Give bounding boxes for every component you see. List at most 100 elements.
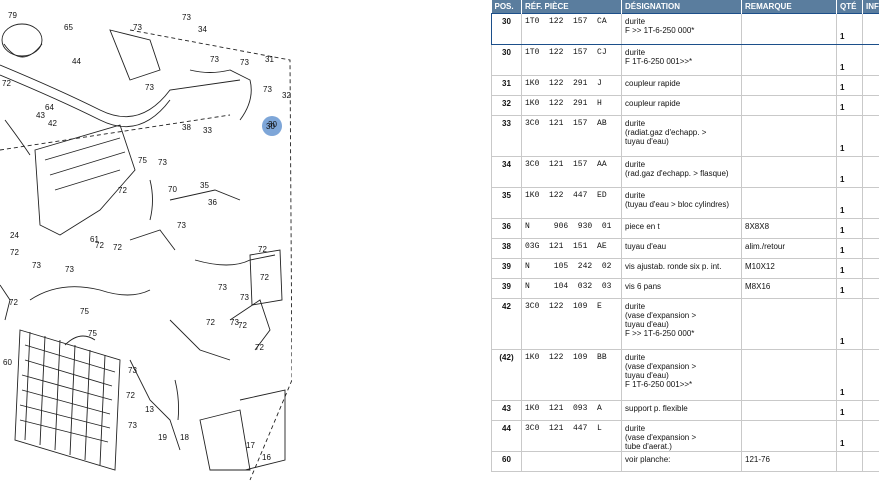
cell-info (863, 76, 879, 96)
callout-label[interactable]: 73 (240, 58, 249, 67)
col-header-info[interactable]: INFO (863, 0, 879, 14)
callout-label[interactable]: 34 (198, 25, 207, 34)
cell-designation: durite F >> 1T-6-250 000* (622, 14, 742, 45)
cell-designation: durite F 1T-6-250 001>>* (622, 45, 742, 76)
col-header-remarque[interactable]: REMARQUE (742, 0, 837, 14)
cell-remarque: M8X16 (742, 279, 837, 299)
callout-label[interactable]: 73 (263, 85, 272, 94)
callout-label[interactable]: 73 (210, 55, 219, 64)
callout-label[interactable]: 72 (206, 318, 215, 327)
callout-label[interactable]: 72 (238, 321, 247, 330)
col-header-designation[interactable]: DÉSIGNATION (622, 0, 742, 14)
callout-label[interactable]: 73 (182, 13, 191, 22)
callout-label[interactable]: 73 (240, 293, 249, 302)
cell-qte: 1 (837, 45, 863, 76)
callout-label[interactable]: 13 (145, 405, 154, 414)
callout-label[interactable]: 42 (48, 119, 57, 128)
callout-label[interactable]: 73 (145, 83, 154, 92)
callout-label[interactable]: 19 (158, 433, 167, 442)
cell-qte: 1 (837, 116, 863, 157)
callout-label[interactable]: 72 (260, 273, 269, 282)
callout-label[interactable]: 72 (126, 391, 135, 400)
cell-info (863, 279, 879, 299)
callout-label[interactable]: 24 (10, 231, 19, 240)
callout-label[interactable]: 17 (246, 441, 255, 450)
callout-label[interactable]: 36 (208, 198, 217, 207)
callout-label[interactable]: 73 (128, 421, 137, 430)
callout-label[interactable]: 44 (72, 57, 81, 66)
callout-label[interactable]: 18 (180, 433, 189, 442)
callout-label[interactable]: 72 (10, 248, 19, 257)
cell-designation: vis 6 pans (622, 279, 742, 299)
cell-ref: 03G 121 151 AE (522, 239, 622, 259)
callout-label[interactable]: 73 (65, 265, 74, 274)
col-header-pos[interactable]: POS. (492, 0, 522, 14)
callout-label[interactable]: 72 (118, 186, 127, 195)
cell-ref: 3C0 121 157 AA (522, 157, 622, 188)
callout-label[interactable]: 70 (168, 185, 177, 194)
callout-label[interactable]: 73 (218, 283, 227, 292)
callout-label[interactable]: 72 (255, 343, 264, 352)
callout-label[interactable]: 79 (8, 11, 17, 20)
cell-designation: durite (vase d'expansion > tube d'aerat.… (622, 421, 742, 452)
callout-30-label[interactable]: 30 (266, 122, 275, 131)
callout-label[interactable]: 75 (138, 156, 147, 165)
callout-label[interactable]: 72 (9, 298, 18, 307)
callout-label[interactable]: 73 (177, 221, 186, 230)
callout-label[interactable]: 60 (3, 358, 12, 367)
callout-label[interactable]: 43 (36, 111, 45, 120)
callout-label[interactable]: 75 (88, 329, 97, 338)
cell-ref: 3C0 121 157 AB (522, 116, 622, 157)
callout-label[interactable]: 32 (282, 91, 291, 100)
callout-label[interactable]: 75 (80, 307, 89, 316)
callout-label[interactable]: 64 (45, 103, 54, 112)
callout-label[interactable]: 73 (158, 158, 167, 167)
cell-info (863, 401, 879, 421)
cell-remarque: 121-76 (742, 452, 837, 472)
callout-label[interactable]: 31 (265, 55, 274, 64)
cell-info (863, 259, 879, 279)
callout-label[interactable]: 72 (113, 243, 122, 252)
callout-label[interactable]: 38 (182, 123, 191, 132)
col-header-qte[interactable]: QTÉ (837, 0, 863, 14)
cell-designation: durite (vase d'expansion > tuyau d'eau) … (622, 299, 742, 350)
callout-label[interactable]: 35 (200, 181, 209, 190)
cell-designation: support p. flexible (622, 401, 742, 421)
cell-designation: tuyau d'eau (622, 239, 742, 259)
cell-pos: (42) (492, 350, 522, 401)
callout-label[interactable]: 72 (258, 245, 267, 254)
cell-designation: vis ajustab. ronde six p. int. (622, 259, 742, 279)
callout-label[interactable]: 65 (64, 23, 73, 32)
cell-remarque (742, 188, 837, 219)
cell-ref: 1K0 122 291 J (522, 76, 622, 96)
cell-pos: 30 (492, 14, 522, 45)
col-header-ref[interactable]: RÉF. PIÈCE (522, 0, 622, 14)
cell-info (863, 116, 879, 157)
cell-pos: 39 (492, 259, 522, 279)
callout-label[interactable]: 61 (90, 235, 99, 244)
callout-label[interactable]: 33 (203, 126, 212, 135)
callout-label[interactable]: 72 (2, 79, 11, 88)
callout-label[interactable]: 73 (133, 23, 142, 32)
callout-label[interactable]: 16 (262, 453, 271, 462)
cell-designation: coupleur rapide (622, 96, 742, 116)
callout-label[interactable]: 73 (32, 261, 41, 270)
callout-label[interactable]: 73 (128, 366, 137, 375)
cell-pos: 42 (492, 299, 522, 350)
